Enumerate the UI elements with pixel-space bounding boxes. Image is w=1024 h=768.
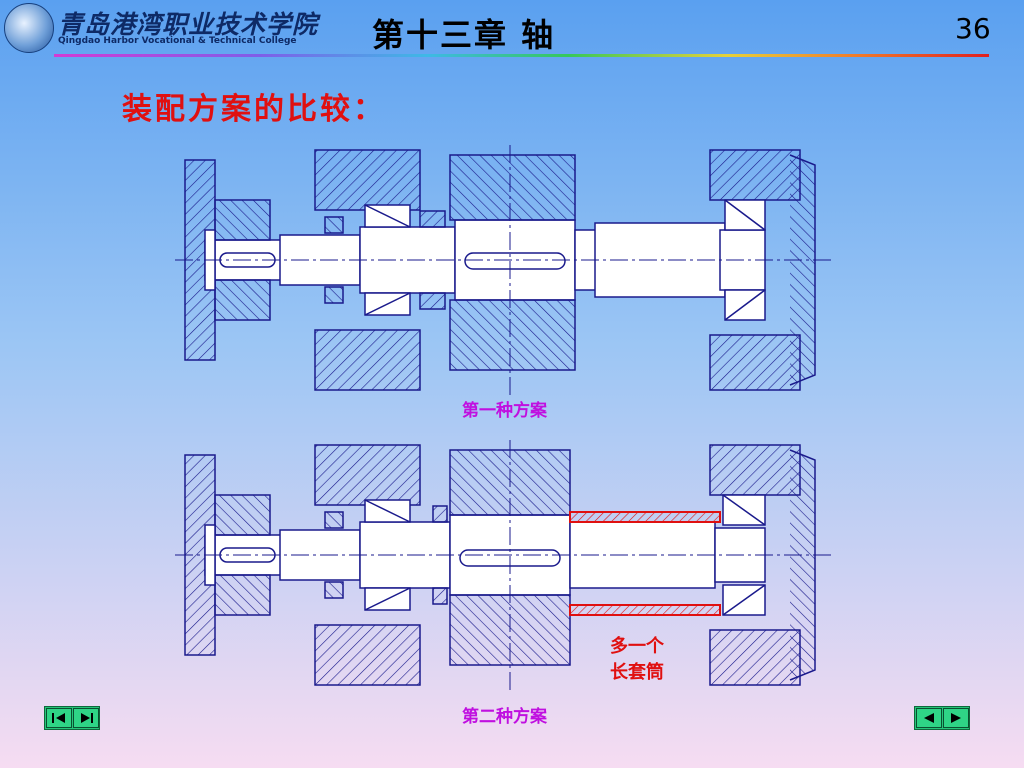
college-logo-icon <box>4 3 54 53</box>
logo-chinese-name: 青岛港湾职业技术学院 <box>58 10 319 39</box>
slide-heading: 装配方案的比较： <box>122 92 386 127</box>
caption-first-scheme: 第一种方案 <box>462 401 547 421</box>
forward-slide-icon <box>951 713 961 723</box>
prev-slide-icon <box>924 713 934 723</box>
prev-slide-button[interactable] <box>916 708 942 728</box>
nav-group-right <box>914 706 970 730</box>
chapter-title: 第十三章 轴 <box>372 16 556 54</box>
header-divider <box>54 54 989 57</box>
long-sleeve-top <box>569 511 721 523</box>
page-number: 36 <box>955 12 991 45</box>
logo-english-name: Qingdao Harbor Vocational & Technical Co… <box>58 36 297 46</box>
sleeve-note-line2: 长套筒 <box>610 662 664 683</box>
first-slide-button[interactable] <box>46 708 72 728</box>
long-sleeve-bottom <box>569 604 721 616</box>
college-logo: 青岛港湾职业技术学院 Qingdao Harbor Vocational & T… <box>4 3 317 53</box>
slide-header: 青岛港湾职业技术学院 Qingdao Harbor Vocational & T… <box>0 0 1024 60</box>
caption-second-scheme: 第二种方案 <box>462 707 547 727</box>
next-slide-icon <box>81 713 93 723</box>
next-slide-button[interactable] <box>73 708 99 728</box>
shaft-assembly-diagram-second <box>175 440 835 690</box>
sleeve-note-line1: 多一个 <box>610 636 664 657</box>
forward-slide-button[interactable] <box>943 708 969 728</box>
first-slide-icon <box>52 713 65 723</box>
shaft-assembly-diagram-first <box>175 145 835 395</box>
nav-group-left <box>44 706 100 730</box>
